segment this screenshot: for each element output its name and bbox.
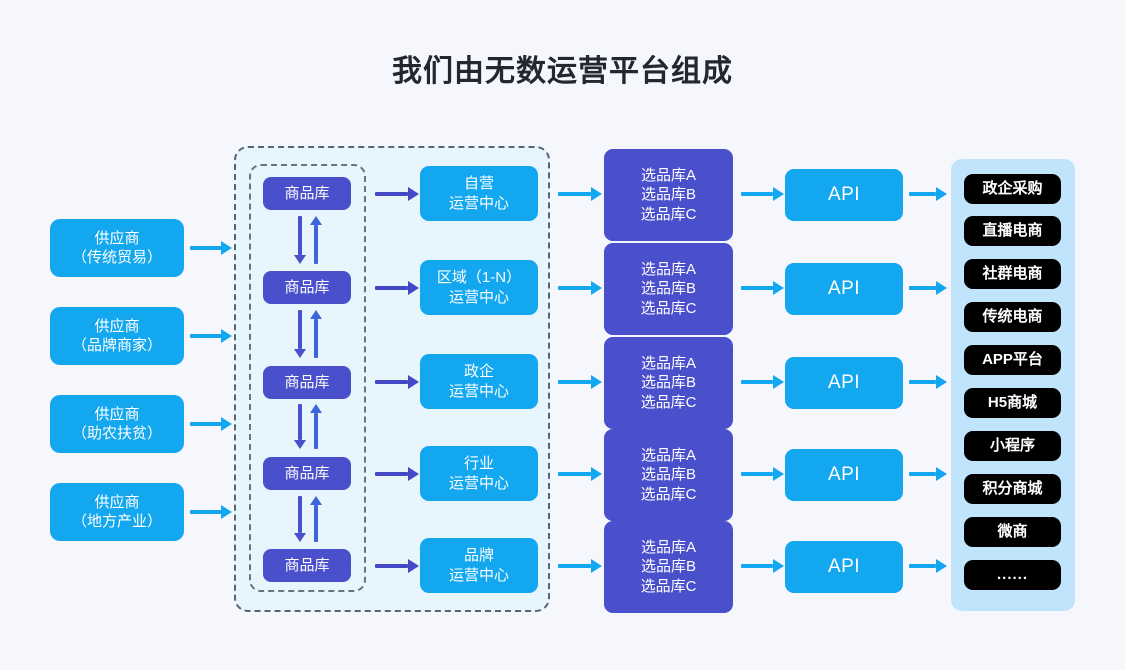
operation-center-label-line2: 运营中心 [448,288,509,306]
selection-library-box-1[interactable]: 选品库A 选品库B 选品库C [604,149,733,241]
api-label: API [827,555,861,577]
channel-label: 政企采购 [982,180,1043,198]
goods-library-label: 商品库 [284,278,330,296]
api-label: API [827,463,861,485]
operation-center-label-line2: 运营中心 [448,382,509,400]
selection-library-label-b: 选品库B [640,466,696,484]
goods-library-box-2[interactable]: 商品库 [263,271,351,304]
supplier-label-line1: 供应商 [94,405,140,423]
goods-library-box-1[interactable]: 商品库 [263,177,351,210]
channel-label: ...... [996,566,1028,584]
selection-library-label-b: 选品库B [640,374,696,392]
channel-label: APP平台 [982,351,1043,369]
operation-center-label-line1: 自营 [463,175,494,193]
operation-center-label-line1: 行业 [463,455,494,473]
channel-pill-10-more[interactable]: ...... [964,560,1061,590]
goods-library-label: 商品库 [284,184,330,202]
bidirectional-arrows-1 [293,216,323,264]
selection-library-box-4[interactable]: 选品库A 选品库B 选品库C [604,429,733,521]
supplier-label-line2: （地方产业） [71,513,162,530]
bidirectional-arrows-2 [293,310,323,358]
supplier-label-line2: （助农扶贫） [71,425,162,442]
api-box-1[interactable]: API [785,169,903,221]
operation-center-box-1[interactable]: 自营 运营中心 [420,166,538,221]
channel-pill-8[interactable]: 积分商城 [964,474,1061,504]
selection-library-label-c: 选品库C [640,485,697,503]
channel-label: 积分商城 [982,480,1043,498]
operation-center-label-line1: 政企 [463,363,494,381]
operation-center-label-line2: 运营中心 [448,474,509,492]
operation-center-label-line1: 品牌 [463,547,494,565]
bidirectional-arrows-3 [293,404,323,449]
operation-center-box-3[interactable]: 政企 运营中心 [420,354,538,409]
operation-center-box-4[interactable]: 行业 运营中心 [420,446,538,501]
channel-label: 传统电商 [982,308,1043,326]
supplier-label-line1: 供应商 [94,493,140,511]
channel-label: H5商城 [987,394,1038,412]
channel-pill-9[interactable]: 微商 [964,517,1061,547]
api-box-2[interactable]: API [785,263,903,315]
channel-pill-1[interactable]: 政企采购 [964,174,1061,204]
supplier-box-2[interactable]: 供应商 （品牌商家） [50,307,184,365]
goods-pool-inner-container [249,164,366,592]
channel-pill-6[interactable]: H5商城 [964,388,1061,418]
api-label: API [827,277,861,299]
channel-label: 小程序 [989,437,1035,455]
operation-center-box-2[interactable]: 区域（1-N） 运营中心 [420,260,538,315]
goods-library-box-3[interactable]: 商品库 [263,366,351,399]
operation-center-label-line2: 运营中心 [448,566,509,584]
selection-library-label-a: 选品库A [640,261,696,279]
selection-library-label-a: 选品库A [640,355,696,373]
goods-library-label: 商品库 [284,464,330,482]
selection-library-label-a: 选品库A [640,539,696,557]
api-box-5[interactable]: API [785,541,903,593]
channel-label: 社群电商 [982,265,1043,283]
channel-pill-5[interactable]: APP平台 [964,345,1061,375]
page-title: 我们由无数运营平台组成 [392,55,733,88]
supplier-box-3[interactable]: 供应商 （助农扶贫） [50,395,184,453]
operation-center-label-line2: 运营中心 [448,194,509,212]
selection-library-label-b: 选品库B [640,186,696,204]
supplier-label-line2: （传统贸易） [71,249,162,266]
selection-library-label-c: 选品库C [640,205,697,223]
goods-library-box-4[interactable]: 商品库 [263,457,351,490]
channel-pill-3[interactable]: 社群电商 [964,259,1061,289]
channel-pill-7[interactable]: 小程序 [964,431,1061,461]
selection-library-label-a: 选品库A [640,447,696,465]
selection-library-label-c: 选品库C [640,299,697,317]
selection-library-box-5[interactable]: 选品库A 选品库B 选品库C [604,521,733,613]
goods-library-label: 商品库 [284,556,330,574]
operation-center-label-line1: 区域（1-N） [436,269,522,287]
api-label: API [827,183,861,205]
selection-library-label-b: 选品库B [640,280,696,298]
selection-library-label-c: 选品库C [640,577,697,595]
selection-library-box-2[interactable]: 选品库A 选品库B 选品库C [604,243,733,335]
bidirectional-arrows-4 [293,496,323,542]
channel-pill-2[interactable]: 直播电商 [964,216,1061,246]
supplier-label-line1: 供应商 [94,229,140,247]
channel-pill-4[interactable]: 传统电商 [964,302,1061,332]
api-box-3[interactable]: API [785,357,903,409]
api-label: API [827,371,861,393]
selection-library-label-b: 选品库B [640,558,696,576]
selection-library-box-3[interactable]: 选品库A 选品库B 选品库C [604,337,733,429]
goods-library-label: 商品库 [284,373,330,391]
supplier-box-1[interactable]: 供应商 （传统贸易） [50,219,184,277]
selection-library-label-a: 选品库A [640,167,696,185]
operation-center-box-5[interactable]: 品牌 运营中心 [420,538,538,593]
selection-library-label-c: 选品库C [640,393,697,411]
channel-label: 直播电商 [982,222,1043,240]
channel-label: 微商 [997,523,1028,541]
supplier-label-line1: 供应商 [94,317,140,335]
api-box-4[interactable]: API [785,449,903,501]
supplier-label-line2: （品牌商家） [71,337,162,354]
goods-library-box-5[interactable]: 商品库 [263,549,351,582]
supplier-box-4[interactable]: 供应商 （地方产业） [50,483,184,541]
